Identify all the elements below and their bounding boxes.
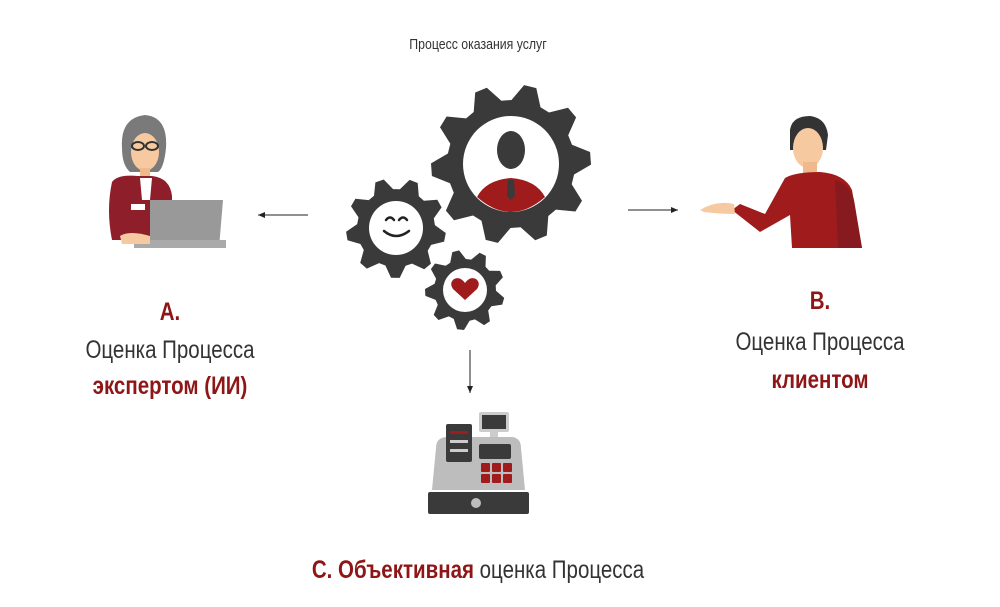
- label-a-line1: Оценка Процесса: [85, 336, 255, 364]
- client-man-icon: [700, 116, 862, 248]
- manager-person-icon: [477, 131, 545, 212]
- register-key: [492, 474, 501, 483]
- heart-icon: [451, 278, 479, 300]
- smile-gear: [346, 179, 446, 278]
- label-b-line1: Оценка Процесса: [735, 328, 905, 356]
- register-key: [503, 463, 512, 472]
- gears-process-icon: [346, 85, 591, 330]
- cash-register-icon: [428, 412, 529, 514]
- label-a-letter: А.: [159, 298, 181, 326]
- label-b-letter: В.: [809, 287, 831, 315]
- big-gear: [431, 85, 591, 243]
- heart-gear: [425, 250, 505, 330]
- register-key: [492, 463, 501, 472]
- register-key: [481, 474, 490, 483]
- register-key: [503, 474, 512, 483]
- label-b-line2: клиентом: [771, 366, 869, 394]
- expert-woman-icon: [109, 115, 226, 248]
- smile-icon: [382, 216, 411, 238]
- register-key: [481, 463, 490, 472]
- label-c-rest: оценка Процесса: [473, 556, 645, 584]
- diagram-title: Процесс оказания услуг: [409, 36, 547, 53]
- label-c-bold: С. Объективная: [311, 556, 474, 584]
- label-a-line2: экспертом (ИИ): [92, 372, 248, 400]
- label-c: С. Объективная оценка Процесса: [312, 556, 644, 585]
